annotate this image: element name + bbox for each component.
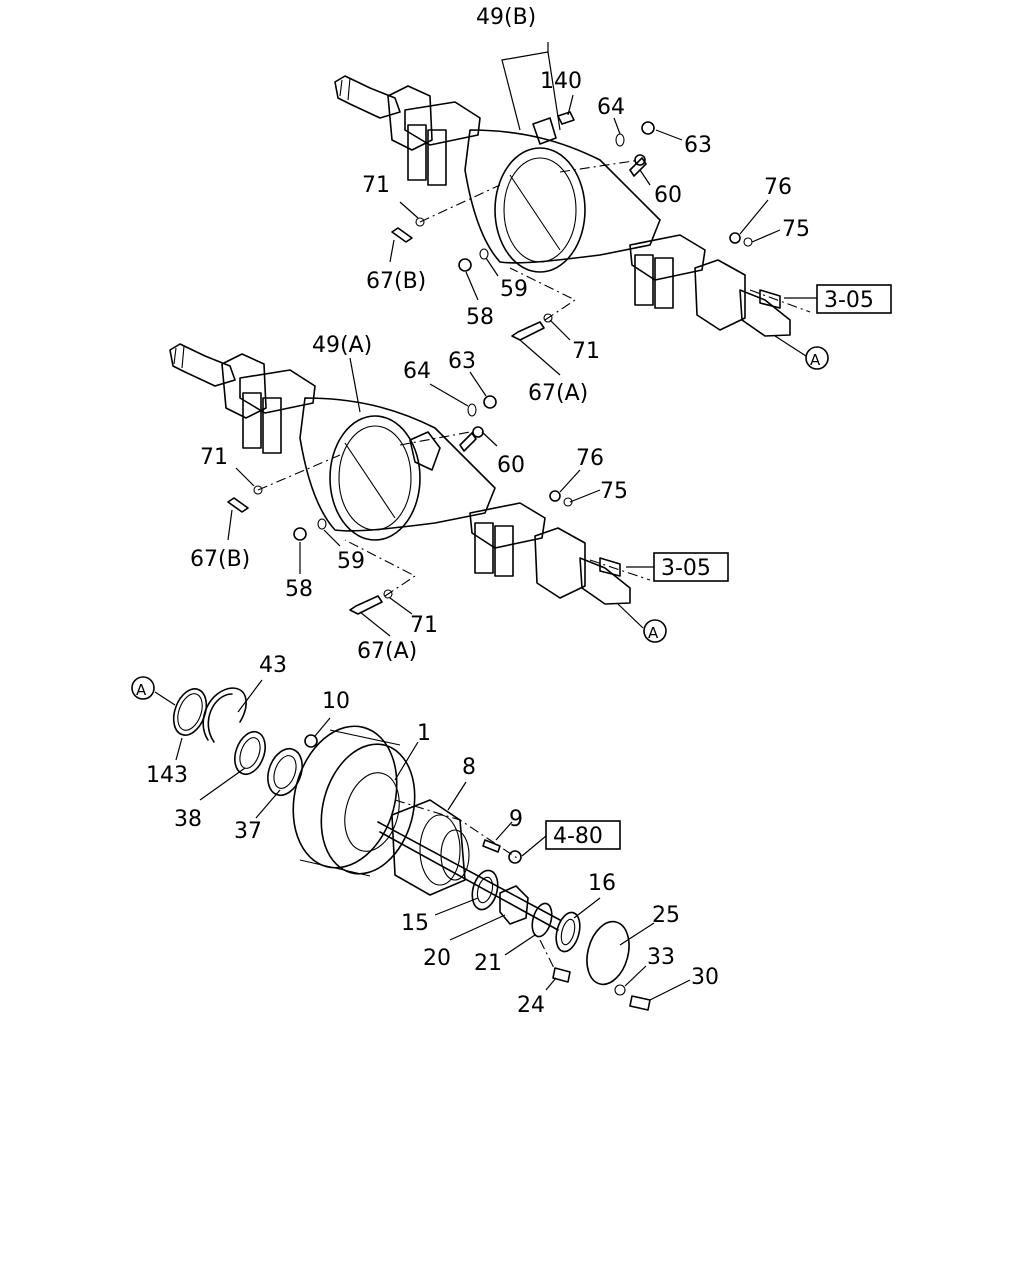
label-76-middle: 76 <box>576 446 604 471</box>
ref-box-3-05-middle <box>653 552 729 582</box>
label-143: 143 <box>146 763 188 788</box>
label-60-middle: 60 <box>497 453 525 478</box>
label-58-middle: 58 <box>285 577 313 602</box>
label-64-upper: 64 <box>597 95 625 120</box>
marker-a-middle-text: A <box>648 624 659 642</box>
marker-a-upper-text: A <box>810 351 821 369</box>
marker-a-middle <box>643 619 667 643</box>
marker-a-hub-text: A <box>136 681 147 699</box>
label-75-upper: 75 <box>782 217 810 242</box>
label-60-upper: 60 <box>654 183 682 208</box>
label-15: 15 <box>401 911 429 936</box>
label-63-upper: 63 <box>684 133 712 158</box>
label-49a: 49(A) <box>312 333 372 358</box>
label-20: 20 <box>423 946 451 971</box>
label-59-upper: 59 <box>500 277 528 302</box>
label-1: 1 <box>417 721 431 746</box>
ref-box-4-80 <box>545 820 621 850</box>
label-71-middle-left: 71 <box>200 445 228 470</box>
ref-box-3-05-upper <box>816 284 892 314</box>
label-10: 10 <box>322 689 350 714</box>
label-37: 37 <box>234 819 262 844</box>
label-75-middle: 75 <box>600 479 628 504</box>
label-64-middle: 64 <box>403 359 431 384</box>
label-63-middle: 63 <box>448 349 476 374</box>
upper-labels: 49(B) 140 64 63 60 71 67(B) 58 59 76 75 … <box>362 5 874 406</box>
label-21: 21 <box>474 951 502 976</box>
label-71-middle-right: 71 <box>410 613 438 638</box>
label-67a-upper: 67(A) <box>528 381 588 406</box>
ref-3-05-middle-text: 3-05 <box>661 556 711 581</box>
label-43: 43 <box>259 653 287 678</box>
label-30: 30 <box>691 965 719 990</box>
label-9: 9 <box>509 807 523 832</box>
label-8: 8 <box>462 755 476 780</box>
axle-housing-b-drawing <box>334 42 892 376</box>
label-24: 24 <box>517 993 545 1018</box>
label-16: 16 <box>588 871 616 896</box>
label-59-middle: 59 <box>337 549 365 574</box>
label-49b: 49(B) <box>476 5 536 30</box>
label-38: 38 <box>174 807 202 832</box>
label-76-upper: 76 <box>764 175 792 200</box>
label-67b-middle: 67(B) <box>190 547 250 572</box>
label-67a-middle: 67(A) <box>357 639 417 664</box>
axle-housing-a-drawing <box>169 343 729 643</box>
hub-assembly-drawing <box>131 676 691 1011</box>
label-33: 33 <box>647 945 675 970</box>
ref-3-05-upper-text: 3-05 <box>824 288 874 313</box>
label-67b-upper: 67(B) <box>366 269 426 294</box>
label-140-upper: 140 <box>540 69 582 94</box>
label-71-upper-left: 71 <box>362 173 390 198</box>
label-25: 25 <box>652 903 680 928</box>
label-71-upper-right: 71 <box>572 339 600 364</box>
middle-labels: 49(A) 64 63 60 71 67(B) 58 59 76 75 71 6… <box>190 333 711 664</box>
label-58-upper: 58 <box>466 305 494 330</box>
hub-labels: A 43 143 10 38 37 1 8 9 4-80 16 15 25 20… <box>136 653 719 1018</box>
ref-4-80-text: 4-80 <box>553 824 603 849</box>
marker-a-hub <box>131 676 155 700</box>
marker-a-upper <box>805 346 829 370</box>
